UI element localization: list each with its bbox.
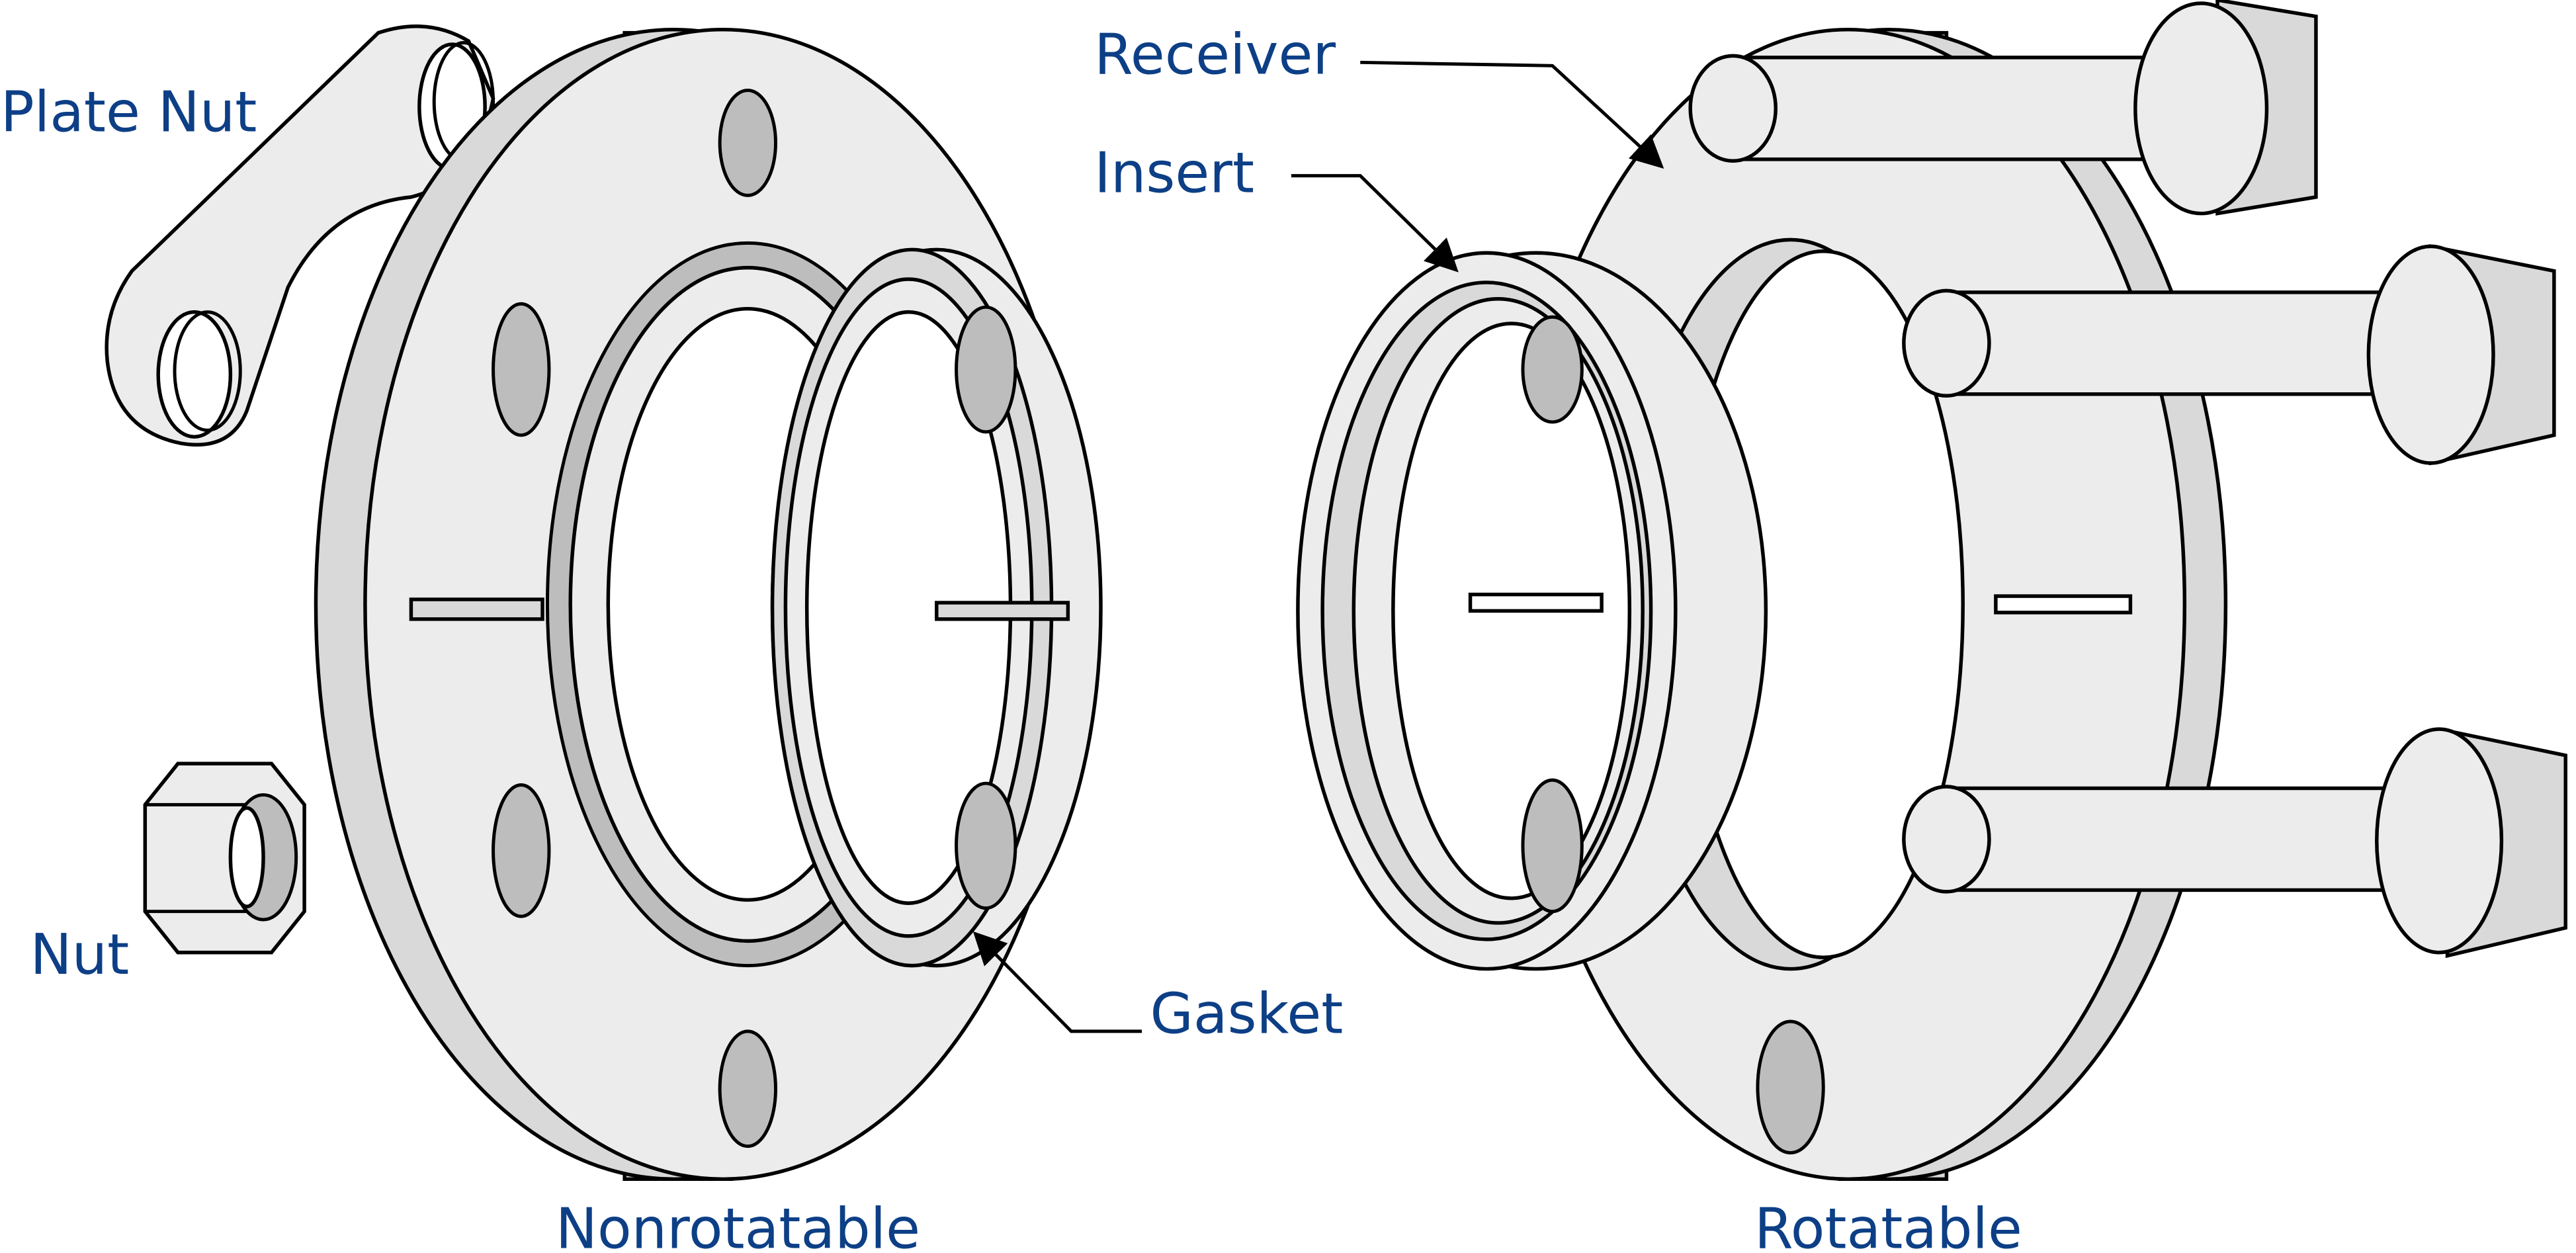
hex-nut xyxy=(143,761,306,955)
label-nut: Nut xyxy=(30,922,130,987)
bolt xyxy=(1902,727,2567,959)
plate-nut xyxy=(105,24,495,447)
label-plate-nut: Plate Nut xyxy=(1,80,257,145)
label-insert: Insert xyxy=(1094,140,1254,205)
nonrotatable-flange xyxy=(314,27,1103,1182)
gasket-leader xyxy=(972,931,1142,1033)
bolt xyxy=(1688,0,2318,216)
bolt xyxy=(1902,244,2556,466)
gasket xyxy=(770,247,1103,968)
label-rotatable: Rotatable xyxy=(1754,1197,2022,1253)
rotatable-flange xyxy=(1296,0,2567,1182)
label-receiver: Receiver xyxy=(1094,22,1336,87)
label-nonrotatable: Nonrotatable xyxy=(556,1197,920,1253)
insert xyxy=(1296,251,1768,971)
label-gasket: Gasket xyxy=(1150,981,1343,1046)
insert-leader xyxy=(1291,174,1459,273)
receiver-leader xyxy=(1360,60,1664,169)
